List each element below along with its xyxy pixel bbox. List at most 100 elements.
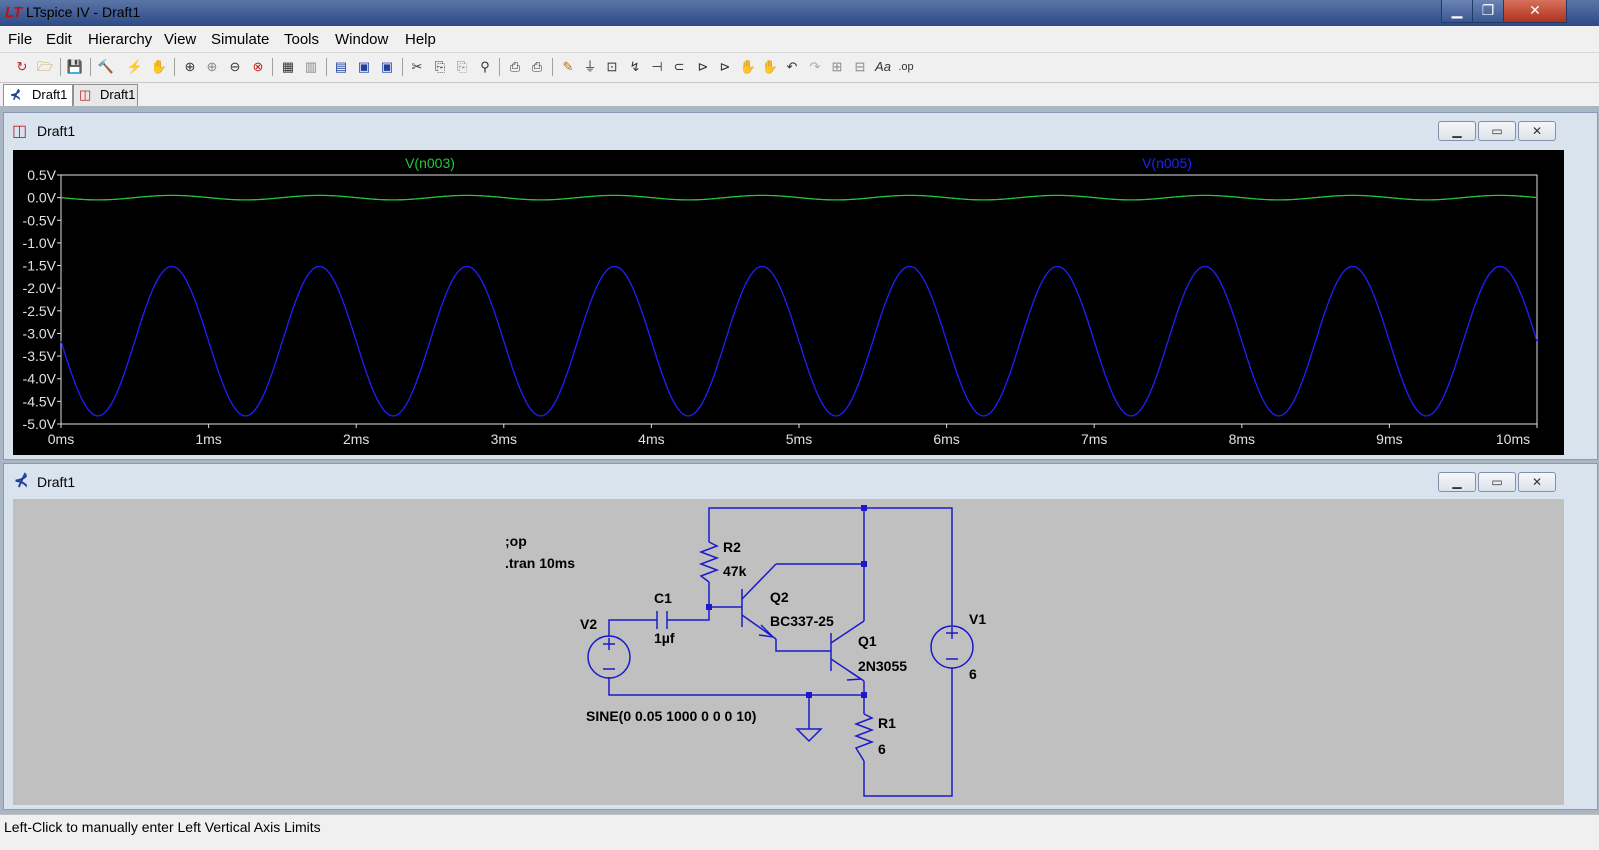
transistor-q2-collector[interactable] (741, 563, 777, 600)
spice-directive-op[interactable]: ;op (505, 533, 527, 549)
diode-icon[interactable]: ⊳ (697, 59, 709, 74)
menu-window[interactable]: Window (335, 31, 389, 48)
tile-horizontal-icon[interactable]: ▤ (334, 59, 348, 74)
find-icon[interactable]: ⚲ (480, 59, 490, 74)
zoom-fit-icon[interactable]: ⊗ (252, 59, 264, 74)
waveform-close-button[interactable]: ✕ (1518, 121, 1556, 141)
drag-icon[interactable]: ✋ (761, 59, 779, 74)
x-tick-label[interactable]: 6ms (933, 431, 959, 447)
wire[interactable] (608, 619, 657, 637)
zoom-out-icon[interactable]: ⊖ (229, 59, 241, 74)
x-tick-label[interactable]: 8ms (1229, 431, 1255, 447)
paste-icon[interactable]: ⎘ (456, 59, 468, 74)
q2-value[interactable]: BC337-25 (770, 613, 834, 629)
x-tick-label[interactable]: 10ms (1496, 431, 1530, 447)
wire[interactable] (608, 677, 864, 696)
resistor-r1[interactable] (853, 713, 875, 762)
c1-value[interactable]: 1µf (654, 630, 675, 646)
print-setup-icon[interactable]: ⎙ (509, 59, 521, 74)
resistor-r2[interactable] (698, 541, 720, 583)
y-tick-label[interactable]: -5.0V (23, 416, 57, 432)
y-tick-label[interactable]: -3.0V (23, 325, 57, 341)
x-tick-label[interactable]: 5ms (786, 431, 812, 447)
wire[interactable] (863, 668, 953, 797)
wire[interactable] (708, 507, 953, 626)
delete-trace-icon[interactable]: ▥ (304, 59, 318, 74)
menu-file[interactable]: File (8, 31, 33, 48)
undo-icon[interactable]: ↶ (786, 59, 798, 74)
voltage-source-v2[interactable] (587, 635, 631, 679)
save-icon[interactable]: 💾 (66, 59, 84, 74)
r1-name[interactable]: R1 (878, 715, 896, 731)
q1-value[interactable]: 2N3055 (858, 658, 907, 674)
spice-directive-icon[interactable]: .op (898, 61, 914, 73)
x-tick-label[interactable]: 1ms (195, 431, 221, 447)
r2-value[interactable]: 47k (723, 563, 747, 579)
capacitor-icon[interactable]: ⊣ (651, 59, 663, 74)
window-minimize-button[interactable]: ▁ (1441, 0, 1473, 23)
r1-value[interactable]: 6 (878, 741, 886, 757)
rotate-icon[interactable]: ⊞ (831, 59, 843, 74)
tab-schematic-draft1[interactable]: ⊀ Draft1 (3, 84, 73, 106)
q2-name[interactable]: Q2 (770, 589, 789, 605)
legend-v-n005[interactable]: V(n005) (1142, 155, 1192, 171)
x-tick-label[interactable]: 9ms (1376, 431, 1402, 447)
inductor-icon[interactable]: ⊂ (673, 59, 685, 74)
waveform-plot[interactable]: V(n003) V(n005) 0.5V0.0V-0.5V-1.0V-1.5V-… (13, 150, 1564, 455)
new-schematic-icon[interactable]: ↻ (16, 59, 28, 74)
menu-edit[interactable]: Edit (46, 31, 72, 48)
r2-name[interactable]: R2 (723, 539, 741, 555)
control-panel-icon[interactable]: 🔨 (97, 59, 115, 74)
c1-name[interactable]: C1 (654, 590, 672, 606)
y-tick-label[interactable]: -4.0V (23, 371, 57, 387)
x-tick-label[interactable]: 2ms (343, 431, 369, 447)
spice-directive-tran[interactable]: .tran 10ms (505, 555, 575, 571)
ground-icon[interactable]: ⏚ (583, 59, 597, 74)
zoom-in-icon[interactable]: ⊕ (184, 59, 196, 74)
menu-simulate[interactable]: Simulate (211, 31, 270, 48)
v2-name[interactable]: V2 (580, 616, 597, 632)
tab-waveform-draft1[interactable]: ◫ Draft1 (73, 84, 138, 107)
y-tick-label[interactable]: -4.5V (23, 393, 57, 409)
y-tick-label[interactable]: -3.5V (23, 348, 57, 364)
redo-icon[interactable]: ↷ (809, 59, 821, 74)
v2-value[interactable]: SINE(0 0.05 1000 0 0 0 10) (586, 708, 756, 724)
copy-icon[interactable]: ⎘ (434, 59, 446, 74)
y-tick-label[interactable]: -0.5V (23, 212, 57, 228)
text-icon[interactable]: Aa (875, 59, 891, 74)
cascade-icon[interactable]: ▣ (380, 59, 394, 74)
y-tick-label[interactable]: -1.0V (23, 235, 57, 251)
waveform-minimize-button[interactable]: ▁ (1438, 121, 1476, 141)
x-tick-label[interactable]: 4ms (638, 431, 664, 447)
y-tick-label[interactable]: 0.0V (27, 190, 56, 206)
legend-v-n003[interactable]: V(n003) (405, 155, 455, 171)
cut-icon[interactable]: ✂ (411, 59, 423, 74)
trace-v-n005[interactable] (60, 265, 1538, 417)
menu-tools[interactable]: Tools (284, 31, 320, 48)
y-tick-label[interactable]: -2.0V (23, 280, 57, 296)
open-icon[interactable]: 🗁 (36, 59, 54, 74)
transistor-q1-collector[interactable] (830, 620, 865, 644)
menu-help[interactable]: Help (405, 31, 436, 48)
pan-icon[interactable]: ⊕ (206, 59, 218, 74)
label-net-icon[interactable]: ⊡ (606, 59, 618, 74)
q1-name[interactable]: Q1 (858, 633, 877, 649)
schematic-close-button[interactable]: ✕ (1518, 472, 1556, 492)
x-tick-label[interactable]: 0ms (48, 431, 74, 447)
waveform-restore-button[interactable]: ▭ (1478, 121, 1516, 141)
window-maximize-button[interactable]: ❐ (1472, 0, 1504, 23)
draw-wire-icon[interactable]: ✎ (562, 59, 574, 74)
y-tick-label[interactable]: 0.5V (27, 167, 56, 183)
x-tick-label[interactable]: 3ms (491, 431, 517, 447)
y-tick-label[interactable]: -2.5V (23, 303, 57, 319)
ground-icon[interactable] (795, 728, 823, 743)
voltage-source-v1[interactable] (930, 625, 974, 669)
menu-view[interactable]: View (164, 31, 197, 48)
component-icon[interactable]: ⊳ (719, 59, 731, 74)
window-close-button[interactable]: ✕ (1503, 0, 1567, 23)
mirror-icon[interactable]: ⊟ (854, 59, 866, 74)
schematic-restore-button[interactable]: ▭ (1478, 472, 1516, 492)
y-axis[interactable]: 0.5V0.0V-0.5V-1.0V-1.5V-2.0V-2.5V-3.0V-3… (23, 167, 61, 432)
move-icon[interactable]: ✋ (739, 59, 757, 74)
